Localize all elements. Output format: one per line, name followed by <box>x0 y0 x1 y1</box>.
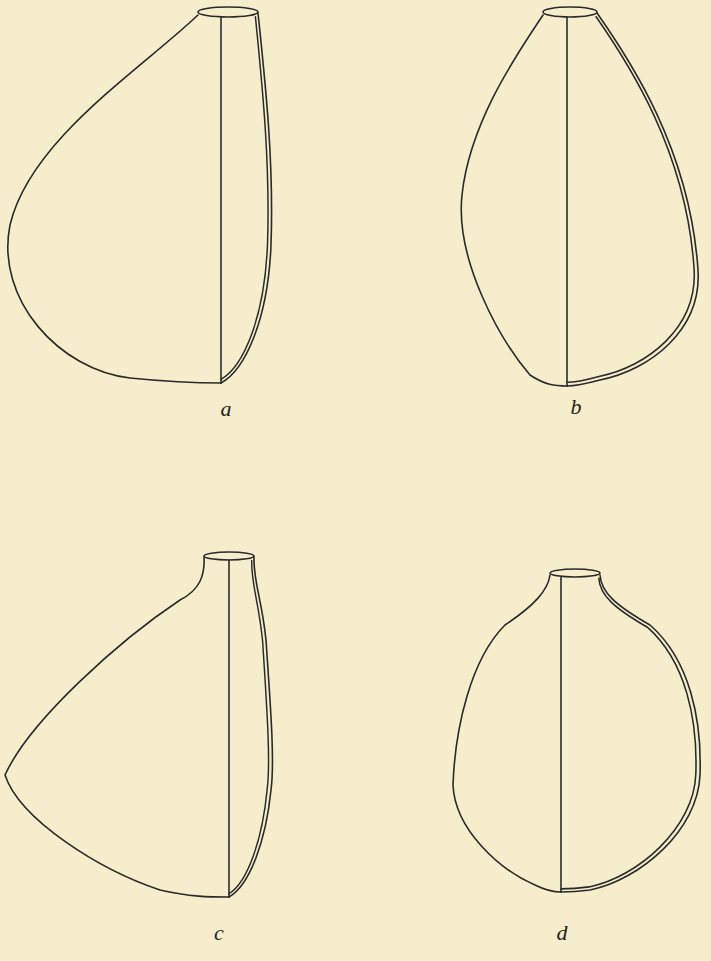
vessel-profile <box>5 552 272 897</box>
figure-letter: c <box>214 922 224 944</box>
vessel-profile <box>453 569 700 892</box>
vessel-profile <box>461 7 698 386</box>
figure-letter: b <box>571 396 582 418</box>
vessel-profile <box>8 7 272 383</box>
figure-letter: a <box>221 398 232 420</box>
figure-letter: d <box>557 922 568 944</box>
